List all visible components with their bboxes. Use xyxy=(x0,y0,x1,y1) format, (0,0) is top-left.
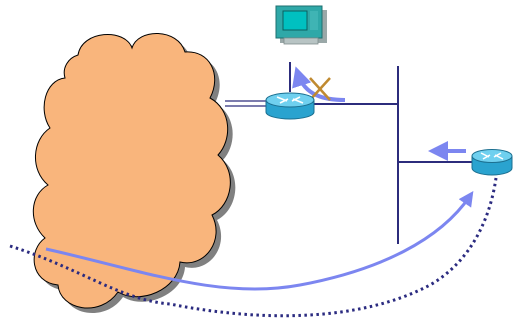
router-1-top xyxy=(266,93,314,107)
router-2-top xyxy=(472,150,512,163)
computer-icon xyxy=(276,6,327,44)
router-icon xyxy=(472,150,512,176)
router-icon xyxy=(266,93,314,119)
computer-screen xyxy=(283,11,307,30)
cloud-body xyxy=(33,33,230,308)
computer-base xyxy=(284,38,318,44)
computer-panel xyxy=(310,11,318,30)
